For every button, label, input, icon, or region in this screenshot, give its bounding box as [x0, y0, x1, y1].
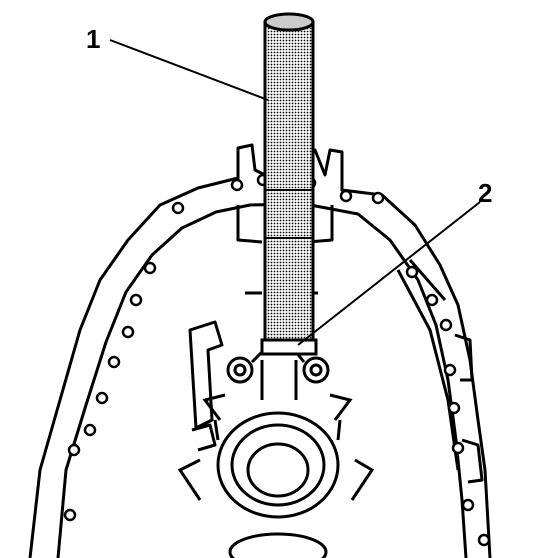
- transmission-case: [28, 143, 492, 558]
- seal-bore: [226, 350, 330, 400]
- installer-tool: [260, 12, 318, 356]
- bolt-holes: [63, 173, 491, 547]
- leader-line-2: [297, 201, 481, 346]
- leader-lines: [109, 39, 481, 346]
- leader-line-1: [109, 39, 269, 101]
- callout-label-1: 1: [86, 24, 100, 54]
- main-bore: [177, 393, 375, 558]
- callout-label-2: 2: [478, 178, 492, 208]
